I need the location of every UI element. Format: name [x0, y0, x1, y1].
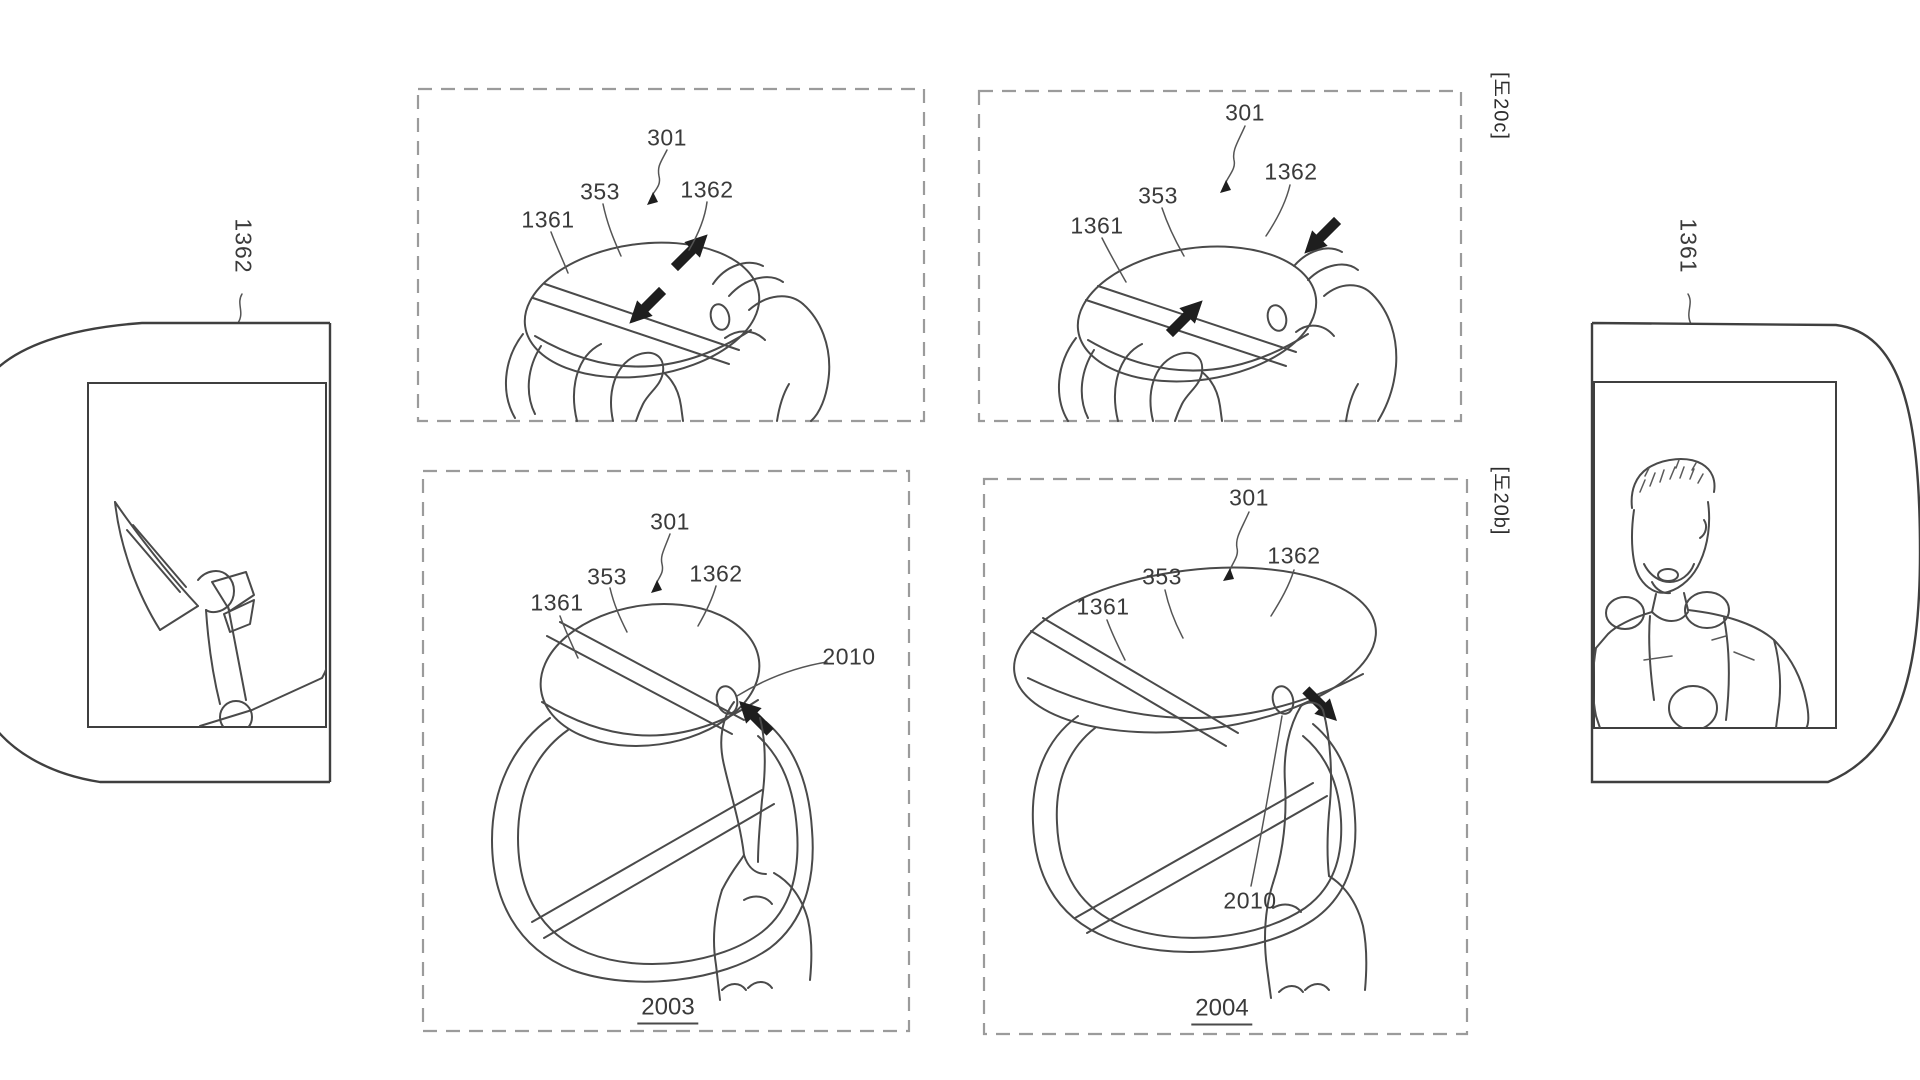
ref-1362: 1362: [1267, 543, 1320, 570]
left-device-outline: [0, 323, 330, 782]
right-display-art: [1584, 280, 1920, 792]
figure-caption-2003: 2003: [637, 994, 698, 1025]
ref-301: 301: [1225, 100, 1265, 127]
ref-353: 353: [587, 564, 627, 591]
right-display-drawing: [1584, 280, 1920, 792]
panel-top-left: 301 353 1361 1362: [417, 88, 925, 422]
ref-353: 353: [1142, 564, 1182, 591]
figure-caption-2004: 2004: [1191, 995, 1252, 1026]
left-display-art: [0, 280, 336, 792]
figure-tag-20b: [도20b]: [1489, 467, 1518, 536]
figure-tag-20c: [도20c]: [1489, 72, 1518, 140]
ref-1361: 1361: [1076, 594, 1129, 621]
left-display-drawing: [0, 280, 336, 792]
right-device-outline: [1592, 323, 1920, 782]
ref-1361: 1361: [530, 590, 583, 617]
left-screen-frame: [88, 383, 326, 727]
panel-border: [423, 471, 909, 1031]
ref-1362: 1362: [1264, 159, 1317, 186]
left-label-leader: [238, 294, 242, 323]
ref-1362: 1362: [680, 177, 733, 204]
watch-rotate-drawing: [1059, 126, 1396, 421]
watch-pull-crown-drawing: [1005, 512, 1386, 998]
right-label-leader: [1688, 294, 1691, 324]
ref-2010: 2010: [1223, 888, 1276, 915]
ref-1361: 1361: [521, 207, 574, 234]
ref-301: 301: [1229, 485, 1269, 512]
hammer-artwork: [115, 502, 329, 733]
ref-1361: 1361: [1070, 213, 1123, 240]
ref-1362: 1362: [689, 561, 742, 588]
ref-2010: 2010: [822, 644, 875, 671]
panel-top-right: 301 353 1361 1362: [978, 90, 1462, 422]
panel-top-right-art: [978, 90, 1462, 422]
ref-301: 301: [650, 509, 690, 536]
panel-border: [984, 479, 1467, 1034]
ref-353: 353: [1138, 183, 1178, 210]
panel-bottom-right-art: [983, 478, 1468, 1035]
panel-border: [979, 91, 1461, 421]
ref-301: 301: [647, 125, 687, 152]
ref-353: 353: [580, 179, 620, 206]
panel-bottom-left-art: [422, 470, 910, 1032]
character-artwork: [1593, 459, 1808, 730]
right-display-label: 1361: [1675, 218, 1702, 273]
watch-rotate-drawing: [506, 150, 829, 421]
panel-bottom-left: 301 353 1361 1362 2010 2003: [422, 470, 910, 1032]
left-display-label: 1362: [230, 218, 257, 273]
panel-bottom-right: 301 353 1361 1362 2010 2004: [983, 478, 1468, 1035]
